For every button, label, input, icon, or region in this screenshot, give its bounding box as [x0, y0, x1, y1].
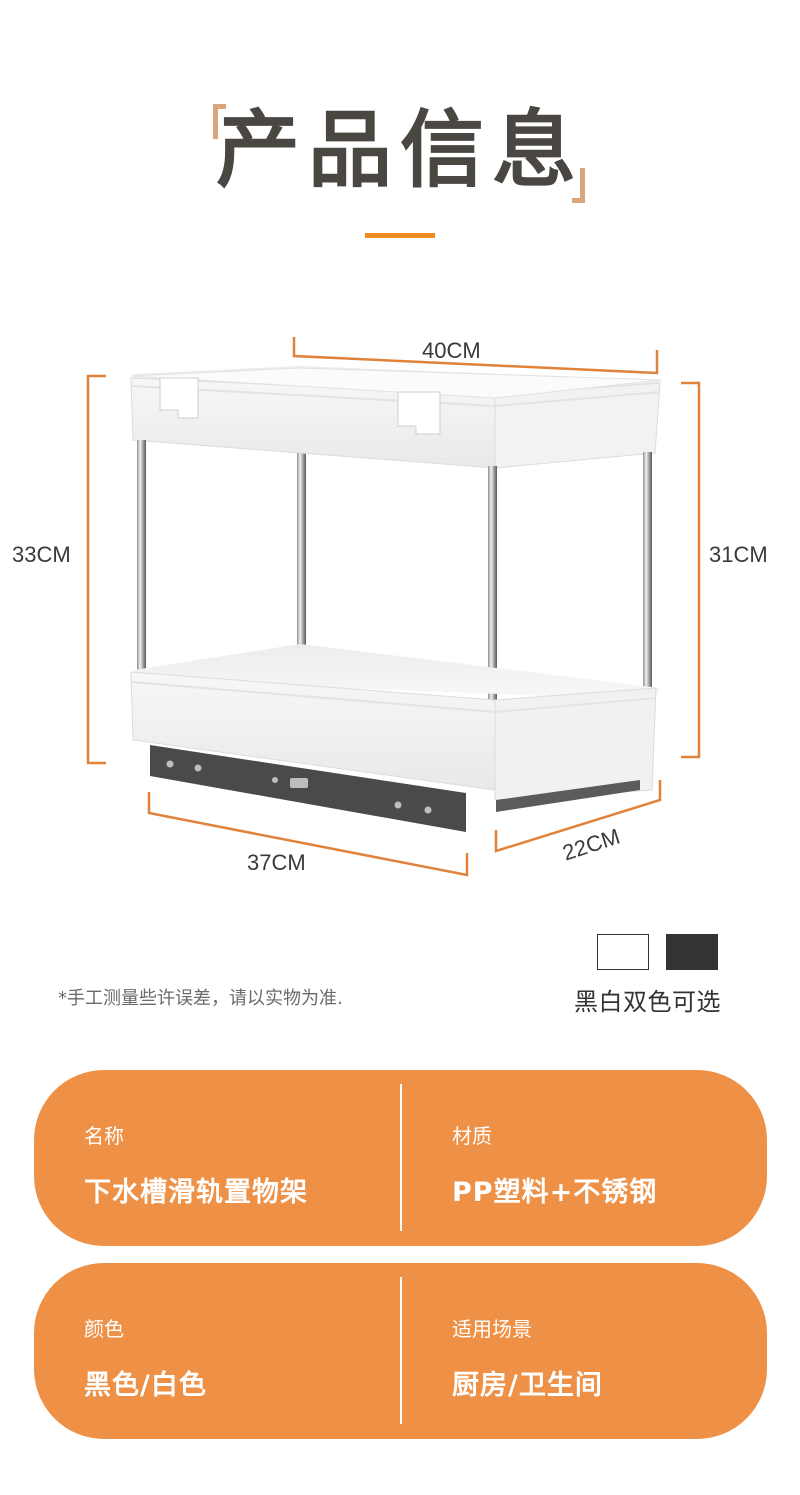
dimension-lines: [86, 337, 701, 877]
card-divider: [400, 1277, 402, 1424]
spec-label-usage: 适用场景: [452, 1317, 532, 1341]
spec-card-color-usage: 颜色 黑色/白色 适用场景 厨房/卫生间: [34, 1263, 767, 1439]
spec-value-name: 下水槽滑轨置物架: [84, 1177, 308, 1208]
spec-card-name-material: 名称 下水槽滑轨置物架 材质 PP塑料+不锈钢: [34, 1070, 767, 1246]
dimension-height-left: 33CM: [12, 542, 71, 567]
color-options-caption: 黑白双色可选: [574, 988, 721, 1016]
color-swatch-white: [597, 934, 649, 970]
dimension-width-top: 40CM: [422, 338, 481, 363]
spec-value-material: PP塑料+不锈钢: [452, 1177, 658, 1208]
product-image: 40CM 33CM 31CM 37CM 22CM: [0, 300, 800, 900]
measurement-note: *手工测量些许误差，请以实物为准.: [58, 988, 343, 1009]
page-title: 产品信息: [215, 101, 584, 199]
card-divider: [400, 1084, 402, 1231]
spec-label-material: 材质: [452, 1124, 492, 1148]
dimension-height-right: 31CM: [709, 542, 768, 567]
title-bracket-left: [213, 104, 226, 139]
spec-label-name: 名称: [84, 1124, 124, 1148]
color-swatch-black: [666, 934, 718, 970]
title-underline: [365, 233, 435, 238]
title-bracket-right: [572, 168, 585, 203]
spec-label-color: 颜色: [84, 1317, 124, 1341]
dimension-length-bottom: 37CM: [247, 850, 306, 875]
spec-value-color: 黑色/白色: [84, 1370, 207, 1401]
spec-value-usage: 厨房/卫生间: [452, 1370, 603, 1401]
